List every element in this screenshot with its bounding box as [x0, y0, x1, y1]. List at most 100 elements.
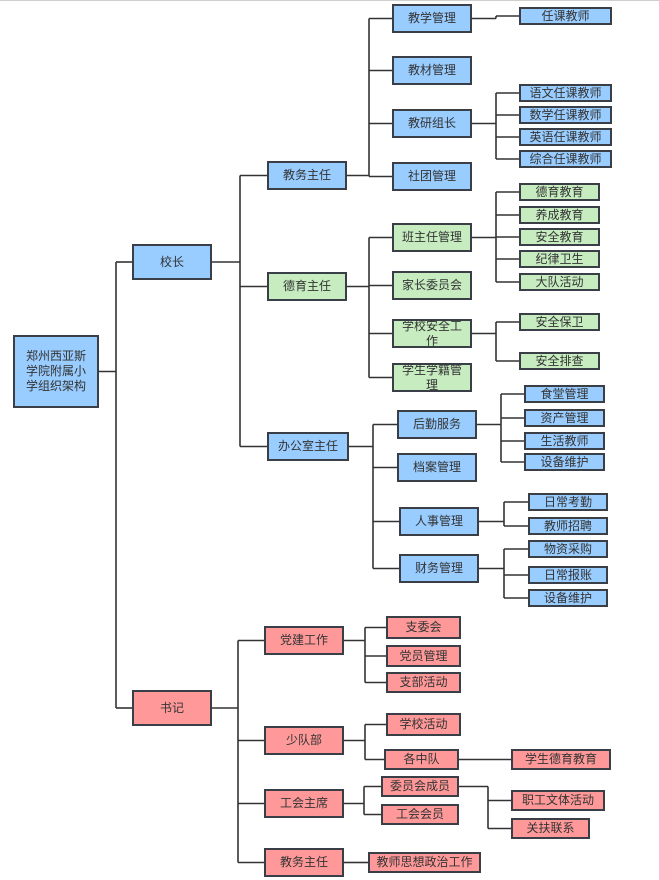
node-archives[interactable]: 档案管理 — [397, 453, 477, 482]
node-label: 教务主任 — [282, 168, 331, 182]
node-label: 学校活动 — [399, 717, 448, 731]
node-label: 财务管理 — [414, 561, 463, 575]
node-discipline-hygiene[interactable]: 纪律卫生 — [519, 250, 600, 268]
node-canteen[interactable]: 食堂管理 — [524, 385, 605, 403]
node-young-pioneers[interactable]: 少队部 — [264, 726, 344, 755]
node-label: 党员管理 — [399, 648, 448, 663]
node-reimbursement[interactable]: 日常报账 — [528, 566, 608, 584]
node-label: 教材管理 — [407, 63, 456, 77]
node-label: 安全排查 — [535, 353, 584, 368]
node-squadrons[interactable]: 各中队 — [384, 749, 459, 770]
node-label: 日常考勤 — [543, 494, 592, 509]
node-committee-members[interactable]: 委员会成员 — [381, 776, 459, 797]
node-equipment-maint-2[interactable]: 设备维护 — [528, 589, 608, 607]
node-parent-committee[interactable]: 家长委员会 — [392, 271, 472, 300]
node-label: 教师招聘 — [543, 518, 592, 533]
node-safety-education[interactable]: 安全教育 — [519, 228, 600, 246]
node-label: 各中队 — [403, 752, 440, 766]
node-recruitment[interactable]: 教师招聘 — [528, 517, 608, 535]
top-border — [0, 0, 659, 1]
node-label: 委员会成员 — [389, 779, 450, 793]
node-label: 班主任管理 — [401, 230, 462, 244]
node-label: 英语任课教师 — [529, 129, 602, 144]
node-label: 职工文体活动 — [521, 793, 594, 807]
node-principal[interactable]: 校长 — [132, 244, 212, 280]
node-label: 安全教育 — [535, 229, 584, 244]
node-moral-director[interactable]: 德育主任 — [267, 272, 347, 301]
node-staff-recreation[interactable]: 职工文体活动 — [511, 790, 605, 811]
node-equipment-maint-1[interactable]: 设备维护 — [524, 453, 605, 471]
node-label: 日常报账 — [543, 567, 592, 582]
node-school-activities[interactable]: 学校活动 — [386, 713, 461, 736]
node-label: 任课教师 — [541, 8, 590, 23]
node-safety-work[interactable]: 学校安全工作 — [392, 319, 472, 348]
node-union-chair[interactable]: 工会主席 — [264, 789, 344, 818]
node-teachers[interactable]: 任课教师 — [519, 7, 612, 25]
node-life-teachers[interactable]: 生活教师 — [524, 432, 605, 450]
node-academic-director-2[interactable]: 教务主任 — [264, 848, 344, 877]
node-branch-committee[interactable]: 支委会 — [386, 616, 461, 639]
node-label: 养成教育 — [535, 207, 584, 222]
node-security[interactable]: 安全保卫 — [519, 313, 600, 331]
node-label: 德育教育 — [535, 184, 584, 199]
node-label: 书记 — [159, 700, 184, 715]
node-label: 资产管理 — [540, 410, 589, 425]
node-general-teachers[interactable]: 综合任课教师 — [519, 150, 612, 168]
node-homeroom-mgmt[interactable]: 班主任管理 — [392, 223, 472, 252]
node-english-teachers[interactable]: 英语任课教师 — [519, 128, 612, 146]
node-student-records[interactable]: 学生学籍管理 — [392, 363, 472, 392]
node-label: 学校安全工作 — [401, 318, 462, 348]
node-party-building[interactable]: 党建工作 — [264, 626, 344, 655]
node-office-director[interactable]: 办公室主任 — [267, 432, 349, 461]
node-label: 办公室主任 — [277, 439, 338, 453]
node-chinese-teachers[interactable]: 语文任课教师 — [519, 84, 612, 102]
node-label: 教学管理 — [407, 11, 456, 25]
node-label: 支部活动 — [399, 675, 448, 689]
node-textbook-mgmt[interactable]: 教材管理 — [392, 56, 472, 85]
node-label: 学生德育教育 — [524, 752, 597, 766]
node-label: 教研组长 — [407, 116, 456, 130]
node-label: 数学任课教师 — [529, 107, 602, 122]
node-label: 食堂管理 — [540, 386, 589, 401]
node-label: 教务主任 — [279, 855, 328, 869]
node-branch-activities[interactable]: 支部活动 — [386, 672, 461, 693]
node-club-mgmt[interactable]: 社团管理 — [392, 162, 472, 191]
node-label: 安全保卫 — [535, 314, 584, 329]
node-teaching-mgmt[interactable]: 教学管理 — [392, 4, 472, 33]
node-procurement[interactable]: 物资采购 — [528, 540, 608, 558]
node-label: 设备维护 — [543, 590, 592, 605]
node-label: 大队活动 — [535, 274, 584, 289]
node-brigade-activities[interactable]: 大队活动 — [519, 273, 600, 291]
node-academic-director[interactable]: 教务主任 — [267, 161, 347, 190]
node-student-moral-ed[interactable]: 学生德育教育 — [511, 749, 611, 770]
node-moral-education[interactable]: 德育教育 — [519, 183, 600, 201]
node-care-contact[interactable]: 关扶联系 — [511, 818, 590, 839]
node-label: 教师思想政治工作 — [376, 855, 473, 869]
node-label: 少队部 — [285, 733, 322, 747]
node-secretary[interactable]: 书记 — [132, 690, 212, 726]
node-research-lead[interactable]: 教研组长 — [392, 109, 472, 138]
node-math-teachers[interactable]: 数学任课教师 — [519, 106, 612, 124]
node-assets[interactable]: 资产管理 — [524, 409, 605, 427]
node-logistics[interactable]: 后勤服务 — [397, 410, 477, 439]
node-label: 设备维护 — [540, 454, 589, 469]
node-union-members[interactable]: 工会会员 — [381, 804, 459, 825]
node-teacher-ideology[interactable]: 教师思想政治工作 — [368, 852, 481, 873]
node-root[interactable]: 郑州西亚斯学院附属小学组织架构 — [13, 335, 99, 408]
node-label: 社团管理 — [407, 169, 456, 183]
node-label: 学生学籍管理 — [401, 362, 462, 392]
node-finance[interactable]: 财务管理 — [399, 554, 479, 583]
node-safety-inspection[interactable]: 安全排查 — [519, 352, 600, 370]
node-label: 档案管理 — [412, 460, 461, 474]
node-habit-education[interactable]: 养成教育 — [519, 206, 600, 224]
node-label: 德育主任 — [282, 279, 331, 293]
node-label: 工会主席 — [279, 796, 328, 810]
node-label: 关扶联系 — [526, 821, 575, 835]
node-attendance[interactable]: 日常考勤 — [528, 493, 608, 511]
node-label: 工会会员 — [395, 807, 444, 821]
node-hr[interactable]: 人事管理 — [399, 507, 479, 536]
node-member-mgmt[interactable]: 党员管理 — [386, 645, 461, 667]
node-label: 人事管理 — [414, 514, 463, 528]
